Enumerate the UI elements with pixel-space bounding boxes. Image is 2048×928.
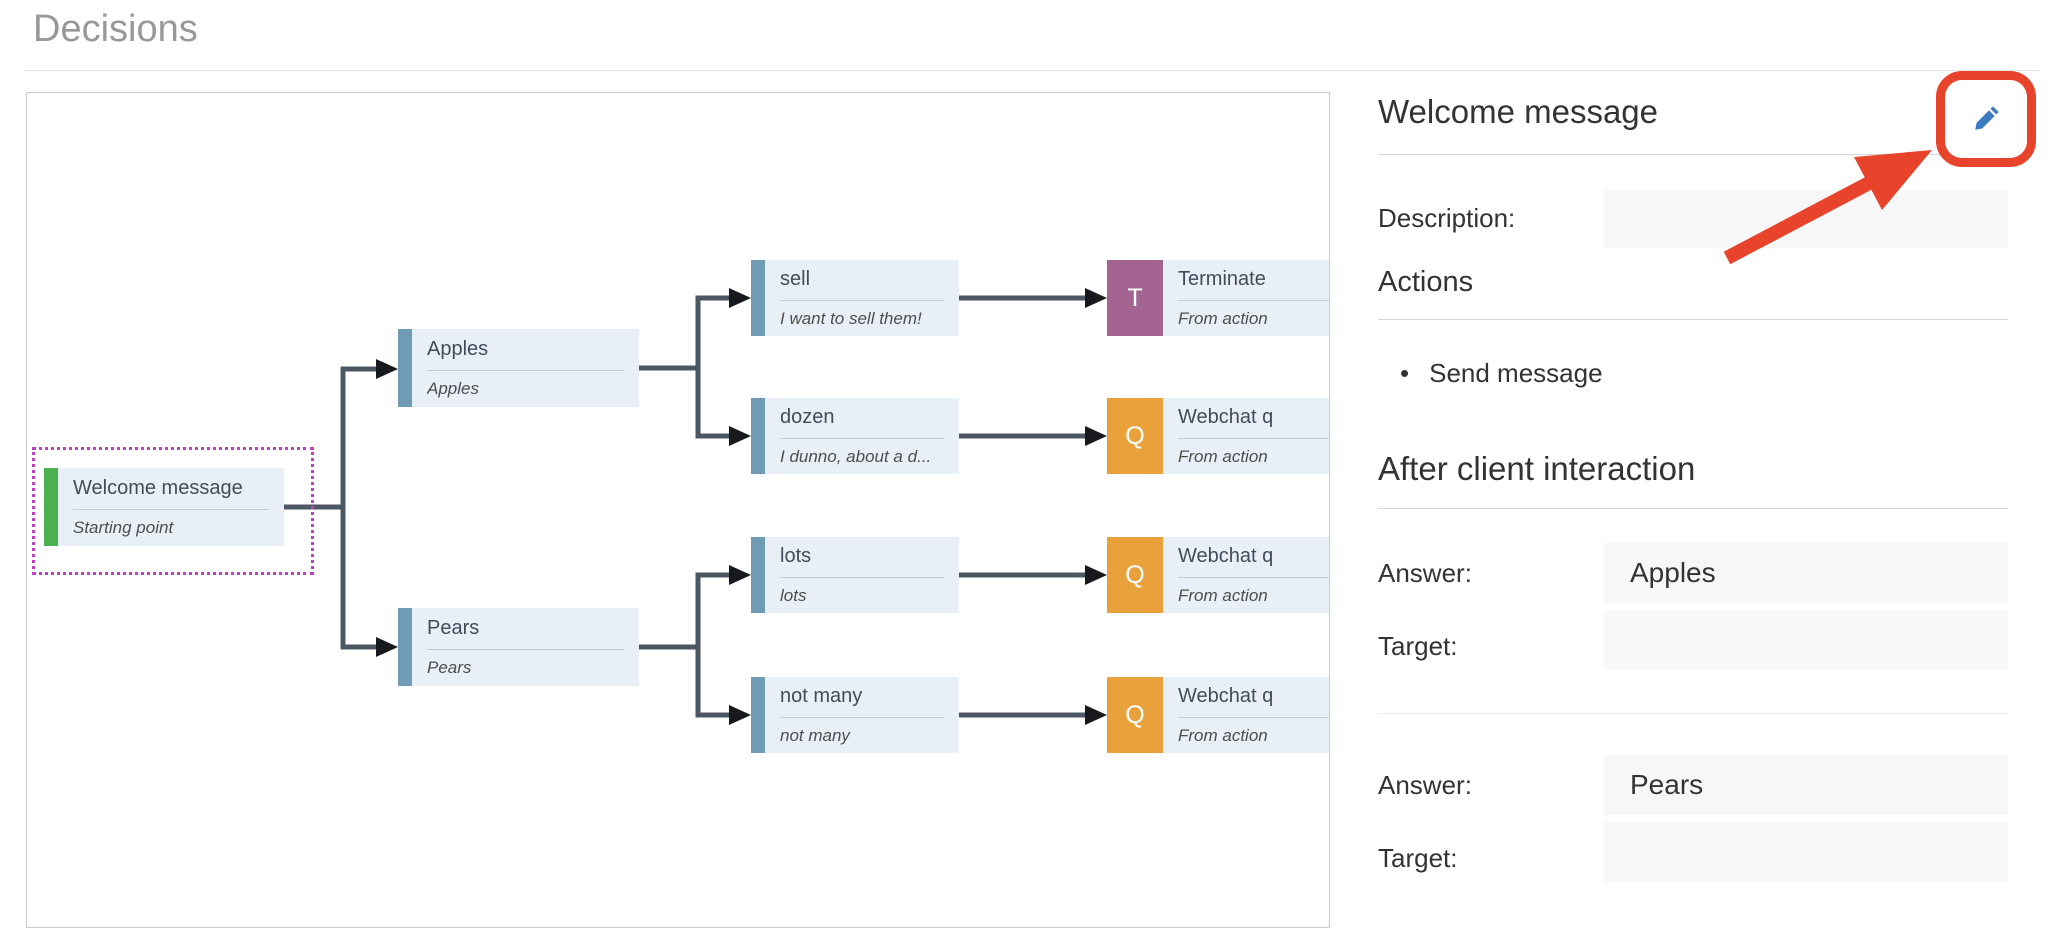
node-subtitle: lots [780,585,807,605]
node-accent [751,677,765,753]
bullet-icon: • [1400,358,1410,388]
node-title: Webchat q [1178,406,1329,439]
tree-node-not-many[interactable]: not many not many [751,677,959,753]
node-subtitle: Apples [427,378,479,398]
decision-tree-panel: Welcome message Starting point Apples Ap… [26,92,1330,928]
tree-node-welcome-message[interactable]: Welcome message Starting point [44,468,284,546]
node-subtitle: I want to sell them! [780,308,922,328]
title-divider [25,70,2040,71]
node-title: Apples [427,338,624,371]
question-badge: Q [1107,398,1163,474]
actions-divider [1378,319,2008,320]
edit-button[interactable] [1955,90,2017,148]
page-title: Decisions [33,8,198,50]
answer-label: Answer: [1378,770,1472,800]
target-field [1604,610,2008,670]
actions-heading: Actions [1378,266,1474,298]
answer-group-divider [1378,713,2008,714]
node-subtitle: I dunno, about a d... [780,446,932,466]
tree-node-webchat-q-lots[interactable]: Q Webchat q From action [1107,537,1329,613]
answer-field: Pears [1604,755,2008,815]
tree-node-webchat-q-not-many[interactable]: Q Webchat q From action [1107,677,1329,753]
node-title: Webchat q [1178,685,1329,718]
tree-node-webchat-q-dozen[interactable]: Q Webchat q From action [1107,398,1329,474]
node-subtitle: Pears [427,657,472,677]
tree-node-terminate[interactable]: T Terminate From action [1107,260,1329,336]
starting-point-accent [44,468,58,546]
node-subtitle: From action [1178,585,1268,605]
arrowheads [376,288,1107,725]
target-label: Target: [1378,631,1458,661]
selected-node-outline [32,447,314,575]
details-title: Welcome message [1378,93,1659,130]
after-interaction-heading: After client interaction [1378,450,1696,487]
description-field [1604,190,2008,248]
after-interaction-divider [1378,508,2008,509]
annotation-ring [1936,71,2036,167]
node-title: Pears [427,617,624,650]
question-badge: Q [1107,677,1163,753]
node-accent [398,329,412,407]
node-subtitle: From action [1178,308,1268,328]
pencil-icon [1975,106,1999,130]
answer-label: Answer: [1378,558,1472,588]
node-title: Webchat q [1178,545,1329,578]
node-subtitle: Starting point [73,517,174,537]
node-title: lots [780,545,944,578]
node-title: dozen [780,406,944,439]
node-title: Welcome message [73,477,269,510]
node-title: not many [780,685,944,718]
node-accent [398,608,412,686]
action-list-item: • Send message [1400,358,1603,389]
tree-connectors [284,288,1107,725]
node-accent [751,398,765,474]
tree-node-lots[interactable]: lots lots [751,537,959,613]
details-title-divider [1378,154,2008,155]
action-label: Send message [1429,358,1603,388]
target-label: Target: [1378,843,1458,873]
question-badge: Q [1107,537,1163,613]
node-title: Terminate [1178,268,1329,301]
node-accent [751,537,765,613]
description-label: Description: [1378,203,1516,233]
tree-node-dozen[interactable]: dozen I dunno, about a d... [751,398,959,474]
terminate-badge: T [1107,260,1163,336]
node-subtitle: not many [780,725,850,745]
node-subtitle: From action [1178,446,1268,466]
node-title: sell [780,268,944,301]
tree-node-sell[interactable]: sell I want to sell them! [751,260,959,336]
node-accent [751,260,765,336]
node-subtitle: From action [1178,725,1268,745]
tree-node-apples[interactable]: Apples Apples [398,329,639,407]
target-field [1604,822,2008,882]
answer-field: Apples [1604,543,2008,603]
tree-node-pears[interactable]: Pears Pears [398,608,639,686]
